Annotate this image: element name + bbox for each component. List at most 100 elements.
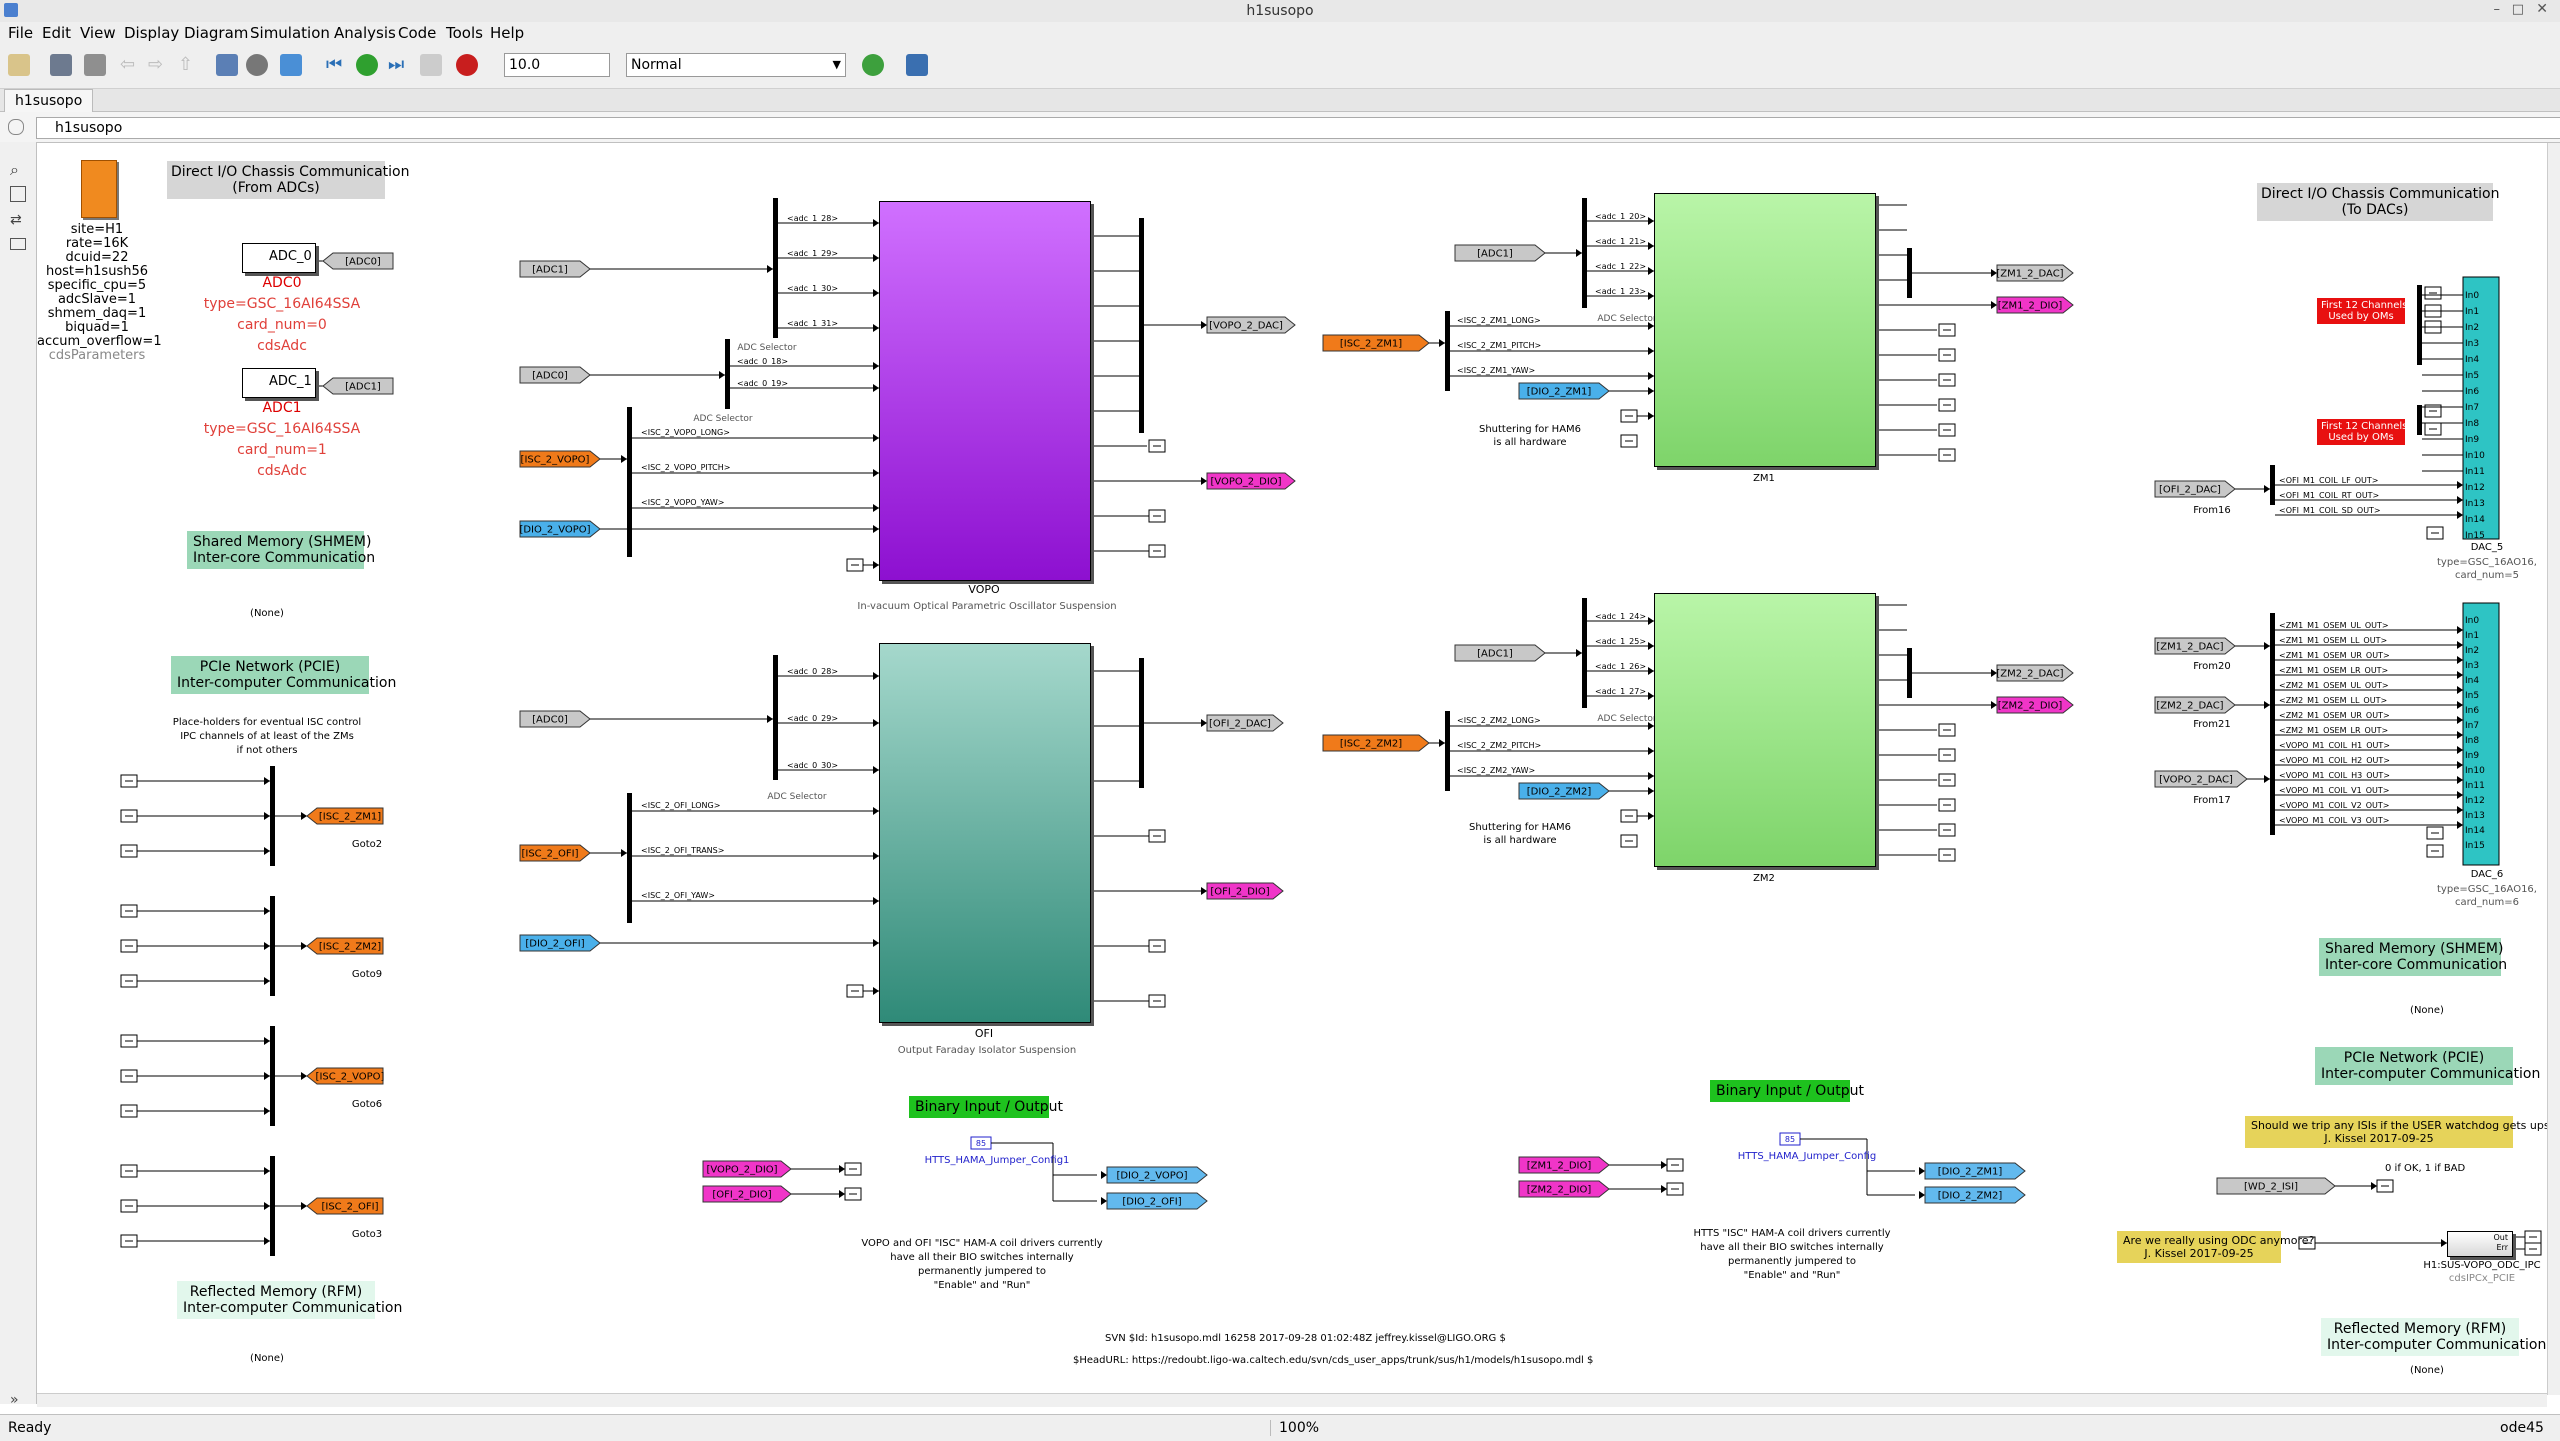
goto-zm-dac[interactable] xyxy=(1996,264,2074,282)
dac5-block[interactable] xyxy=(2462,276,2500,540)
menu-code[interactable]: Code xyxy=(398,24,437,42)
goto-zm-dio[interactable] xyxy=(1996,696,2074,714)
zm2-block[interactable] xyxy=(1654,593,1876,867)
from-dio-ofi[interactable] xyxy=(519,934,601,952)
from-isc-zm[interactable] xyxy=(1322,334,1430,352)
adc0-block[interactable]: ADC_0 xyxy=(242,243,316,273)
from-isc-zm[interactable] xyxy=(1322,734,1430,752)
from-zm2-dio[interactable] xyxy=(1518,1180,1610,1198)
maximize-button[interactable]: □ xyxy=(2511,2,2524,17)
goto-isc[interactable] xyxy=(306,807,384,825)
menu-tools[interactable]: Tools xyxy=(446,24,483,42)
library-browser-icon[interactable] xyxy=(216,54,238,76)
goto-vopo-dac[interactable] xyxy=(1206,316,1296,334)
toolbar: ⇦ ⇨ ⇧ ⏮ ⏭ 10.0 Normal ▼ xyxy=(0,44,2560,89)
from-isc-vopo[interactable] xyxy=(519,450,601,468)
goto-isc[interactable] xyxy=(306,937,384,955)
adc-goto-tag[interactable] xyxy=(322,377,394,395)
goto-dio-ofi[interactable] xyxy=(1106,1192,1208,1210)
breadcrumb-model[interactable]: h1susopo xyxy=(55,120,123,136)
goto-zm-dac[interactable] xyxy=(1996,664,2074,682)
record-icon[interactable] xyxy=(456,54,478,76)
menu-simulation[interactable]: Simulation xyxy=(250,24,330,42)
close-button[interactable]: ✕ xyxy=(2536,1,2548,17)
arrow-icon[interactable]: ⇄ xyxy=(10,212,22,228)
save-icon[interactable] xyxy=(50,54,72,76)
run-icon[interactable] xyxy=(356,54,378,76)
fit-view-icon[interactable] xyxy=(10,186,26,202)
goto-dio-vopo[interactable] xyxy=(1106,1166,1208,1184)
menu-display[interactable]: Display xyxy=(124,24,180,42)
print-icon[interactable] xyxy=(84,54,106,76)
from-adc0[interactable] xyxy=(519,366,591,384)
tab-h1susopo[interactable]: h1susopo xyxy=(4,89,94,112)
from-vopo-dac[interactable] xyxy=(2154,770,2248,788)
goto-dio-zm1[interactable] xyxy=(1924,1162,2026,1180)
vopo-block[interactable] xyxy=(879,201,1091,581)
goto-vopo-dio[interactable] xyxy=(1206,472,1296,490)
from-dio-zm[interactable] xyxy=(1518,382,1610,400)
back-icon[interactable]: ⇦ xyxy=(120,54,136,75)
from-dio-zm[interactable] xyxy=(1518,782,1610,800)
horizontal-scrollbar[interactable] xyxy=(37,1393,2547,1407)
cds-parameters-block[interactable] xyxy=(81,160,117,218)
new-model-icon[interactable] xyxy=(8,54,30,76)
note-htts-bio: HTTS "ISC" HAM-A coil drivers currently … xyxy=(1693,1228,1891,1281)
menu-diagram[interactable]: Diagram xyxy=(184,24,249,42)
from-isc-ofi[interactable] xyxy=(519,844,591,862)
from-zm2-dac[interactable] xyxy=(2154,696,2236,714)
goto-dio-zm2[interactable] xyxy=(1924,1186,2026,1204)
adc-goto-tag[interactable] xyxy=(322,252,394,270)
breadcrumb[interactable]: h1susopo xyxy=(36,117,2560,139)
adc1-block[interactable]: ADC_1 xyxy=(242,368,316,398)
up-icon[interactable]: ⇧ xyxy=(178,54,194,75)
step-back-icon[interactable]: ⏮ xyxy=(326,54,343,75)
vertical-scrollbar[interactable] xyxy=(2547,143,2560,1395)
gear-icon[interactable] xyxy=(246,54,268,76)
goto-isc[interactable] xyxy=(306,1197,384,1215)
goto-isc[interactable] xyxy=(306,1067,384,1085)
dac-port-label: In14 xyxy=(2465,826,2485,836)
dac-port-label: In5 xyxy=(2465,691,2479,701)
from-ofi-dio[interactable] xyxy=(702,1185,792,1203)
check-icon[interactable] xyxy=(862,54,884,76)
minimize-button[interactable]: – xyxy=(2493,2,2501,17)
model-canvas[interactable]: [ADC0][ADC1]M1_OSEM_H1_InM1_OSEM_H2_InM1… xyxy=(37,143,2547,1393)
arrow-head xyxy=(2441,1239,2447,1247)
from-dio-vopo[interactable] xyxy=(519,520,601,538)
arrow-head xyxy=(873,561,879,569)
zm1-block[interactable] xyxy=(1654,193,1876,467)
annotation-icon[interactable] xyxy=(10,238,26,250)
from-vopo-dio[interactable] xyxy=(702,1160,792,1178)
zoom-icon[interactable]: ⌕ xyxy=(10,160,19,179)
forward-icon[interactable]: ⇨ xyxy=(148,54,164,75)
expand-icon[interactable]: » xyxy=(10,1392,19,1408)
from-adc-zm[interactable] xyxy=(1454,244,1546,262)
sim-mode-select[interactable]: Normal ▼ xyxy=(626,53,846,77)
menu-help[interactable]: Help xyxy=(490,24,525,42)
grid-icon[interactable] xyxy=(906,54,928,76)
menu-view[interactable]: View xyxy=(80,24,116,42)
menu-file[interactable]: File xyxy=(8,24,34,42)
dac6-block[interactable] xyxy=(2462,602,2500,866)
step-forward-icon[interactable]: ⏭ xyxy=(388,54,405,75)
menu-edit[interactable]: Edit xyxy=(42,24,72,42)
from-ofi-dac[interactable] xyxy=(2154,480,2236,498)
from-adc1[interactable] xyxy=(519,260,591,278)
stop-time-input[interactable]: 10.0 xyxy=(504,53,610,77)
hide-browser-icon[interactable] xyxy=(8,119,24,135)
from-wd-isi[interactable] xyxy=(2216,1177,2336,1195)
goto-zm-dio[interactable] xyxy=(1996,296,2074,314)
stop-icon[interactable] xyxy=(420,54,442,76)
ipc-block[interactable]: Out Err xyxy=(2447,1231,2513,1257)
goto-ofi-dio[interactable] xyxy=(1206,882,1284,900)
from-zm1-dac[interactable] xyxy=(2154,637,2236,655)
menu-analysis[interactable]: Analysis xyxy=(334,24,396,42)
ofi-block[interactable] xyxy=(879,643,1091,1023)
from-zm1-dio[interactable] xyxy=(1518,1156,1610,1174)
model-explorer-icon[interactable] xyxy=(280,54,302,76)
from-adc0-ofi[interactable] xyxy=(519,710,591,728)
arrow-head xyxy=(264,847,270,855)
from-adc-zm[interactable] xyxy=(1454,644,1546,662)
goto-ofi-dac[interactable] xyxy=(1206,714,1284,732)
